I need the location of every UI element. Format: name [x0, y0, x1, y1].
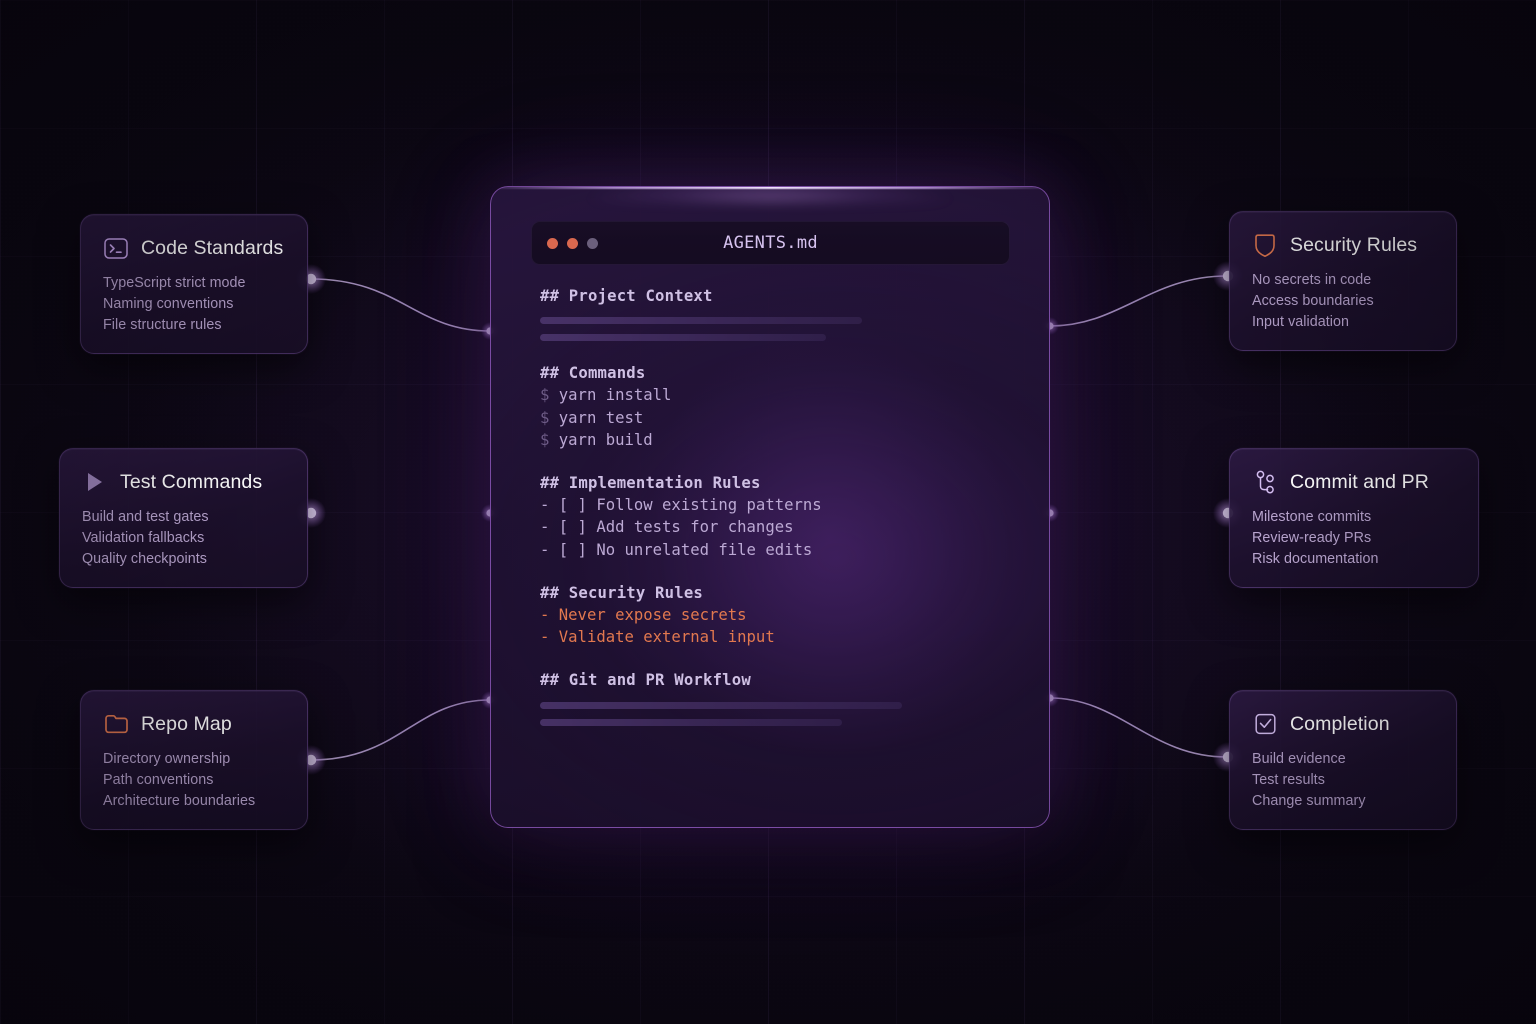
- card-title: Commit and PR: [1290, 470, 1429, 493]
- card-title: Repo Map: [141, 712, 232, 735]
- checklist-item: - [ ] Follow existing patterns: [540, 496, 822, 515]
- card-line: Validation fallbacks: [82, 530, 205, 546]
- shield-icon: [1252, 232, 1278, 258]
- card-body: Build and test gates Validation fallback…: [82, 509, 285, 567]
- heading-security-rules: ## Security Rules: [540, 583, 703, 602]
- card-header: Code Standards: [103, 235, 285, 261]
- command-text: yarn test: [558, 408, 644, 427]
- card-line: No secrets in code: [1252, 272, 1372, 288]
- card-line: Path conventions: [103, 772, 214, 788]
- command-line: $ yarn build: [540, 429, 1019, 451]
- card-security-rules[interactable]: Security Rules No secrets in code Access…: [1229, 211, 1457, 351]
- command-text: yarn install: [558, 386, 672, 405]
- terminal-icon: [103, 235, 129, 261]
- connector-code-standards: [310, 278, 491, 332]
- file-name-label: AGENTS.md: [723, 233, 818, 253]
- card-line: Build and test gates: [82, 509, 209, 525]
- card-title: Completion: [1290, 712, 1390, 735]
- agents-md-card[interactable]: AGENTS.md ## Project Context ## Commands…: [490, 186, 1050, 828]
- prompt-sigil: $: [540, 386, 550, 405]
- card-line: Risk documentation: [1252, 551, 1379, 567]
- heading-implementation-rules: ## Implementation Rules: [540, 474, 761, 493]
- connector-security-rules: [1049, 275, 1228, 327]
- card-title: Code Standards: [141, 236, 284, 259]
- card-line: Naming conventions: [103, 296, 234, 312]
- spacer: [540, 451, 1019, 472]
- window-titlebar: AGENTS.md: [531, 221, 1010, 265]
- skeleton-bar: [540, 718, 842, 726]
- security-item: - Validate external input: [540, 628, 775, 647]
- card-line: Architecture boundaries: [103, 793, 256, 809]
- command-line: $ yarn install: [540, 384, 1019, 406]
- card-header: Security Rules: [1252, 232, 1434, 258]
- card-line: File structure rules: [103, 317, 222, 333]
- card-header: Completion: [1252, 711, 1434, 737]
- security-item: - Never expose secrets: [540, 606, 747, 625]
- prompt-sigil: $: [540, 430, 550, 449]
- spacer: [540, 648, 1019, 669]
- card-line: Review-ready PRs: [1252, 530, 1372, 546]
- card-header: Repo Map: [103, 711, 285, 737]
- card-top-border: [491, 187, 1049, 189]
- card-body: TypeScript strict mode Naming convention…: [103, 275, 285, 333]
- folder-icon: [103, 711, 129, 737]
- markdown-content: ## Project Context ## Commands $ yarn in…: [540, 285, 1019, 726]
- heading-project-context: ## Project Context: [540, 287, 713, 305]
- card-line: Input validation: [1252, 314, 1349, 330]
- spacer: [540, 341, 1019, 362]
- connector-completion: [1049, 697, 1228, 758]
- card-test-commands[interactable]: Test Commands Build and test gates Valid…: [59, 448, 308, 588]
- card-body: Build evidence Test results Change summa…: [1252, 751, 1434, 809]
- checkbox-check-icon: [1252, 711, 1278, 737]
- spacer: [540, 561, 1019, 582]
- git-branch-icon: [1252, 469, 1278, 495]
- skeleton-bar: [540, 701, 902, 709]
- connector-repo-map: [310, 699, 491, 761]
- card-title: Test Commands: [120, 470, 263, 493]
- play-triangle-icon: [82, 469, 108, 495]
- card-title: Security Rules: [1290, 233, 1418, 256]
- card-line: Build evidence: [1252, 751, 1346, 767]
- skeleton-bar: [540, 334, 826, 342]
- card-body: Directory ownership Path conventions Arc…: [103, 751, 285, 809]
- command-line: $ yarn test: [540, 407, 1019, 429]
- card-commit-pr[interactable]: Commit and PR Milestone commits Review-r…: [1229, 448, 1479, 588]
- card-line: Directory ownership: [103, 751, 231, 767]
- card-line: TypeScript strict mode: [103, 275, 246, 291]
- checklist-item: - [ ] Add tests for changes: [540, 518, 794, 537]
- checklist-item: - [ ] No unrelated file edits: [540, 540, 813, 559]
- card-code-standards[interactable]: Code Standards TypeScript strict mode Na…: [80, 214, 308, 354]
- card-header: Commit and PR: [1252, 469, 1456, 495]
- card-line: Milestone commits: [1252, 509, 1372, 525]
- skeleton-bar: [540, 317, 862, 325]
- prompt-sigil: $: [540, 408, 550, 427]
- card-completion[interactable]: Completion Build evidence Test results C…: [1229, 690, 1457, 830]
- card-line: Change summary: [1252, 793, 1366, 809]
- card-body: Milestone commits Review-ready PRs Risk …: [1252, 509, 1456, 567]
- card-line: Quality checkpoints: [82, 551, 207, 567]
- card-body: No secrets in code Access boundaries Inp…: [1252, 272, 1434, 330]
- card-line: Test results: [1252, 772, 1325, 788]
- heading-git-pr-workflow: ## Git and PR Workflow: [540, 671, 751, 690]
- heading-commands: ## Commands: [540, 364, 646, 383]
- card-line: Access boundaries: [1252, 293, 1374, 309]
- card-repo-map[interactable]: Repo Map Directory ownership Path conven…: [80, 690, 308, 830]
- card-header: Test Commands: [82, 469, 285, 495]
- command-text: yarn build: [558, 430, 653, 449]
